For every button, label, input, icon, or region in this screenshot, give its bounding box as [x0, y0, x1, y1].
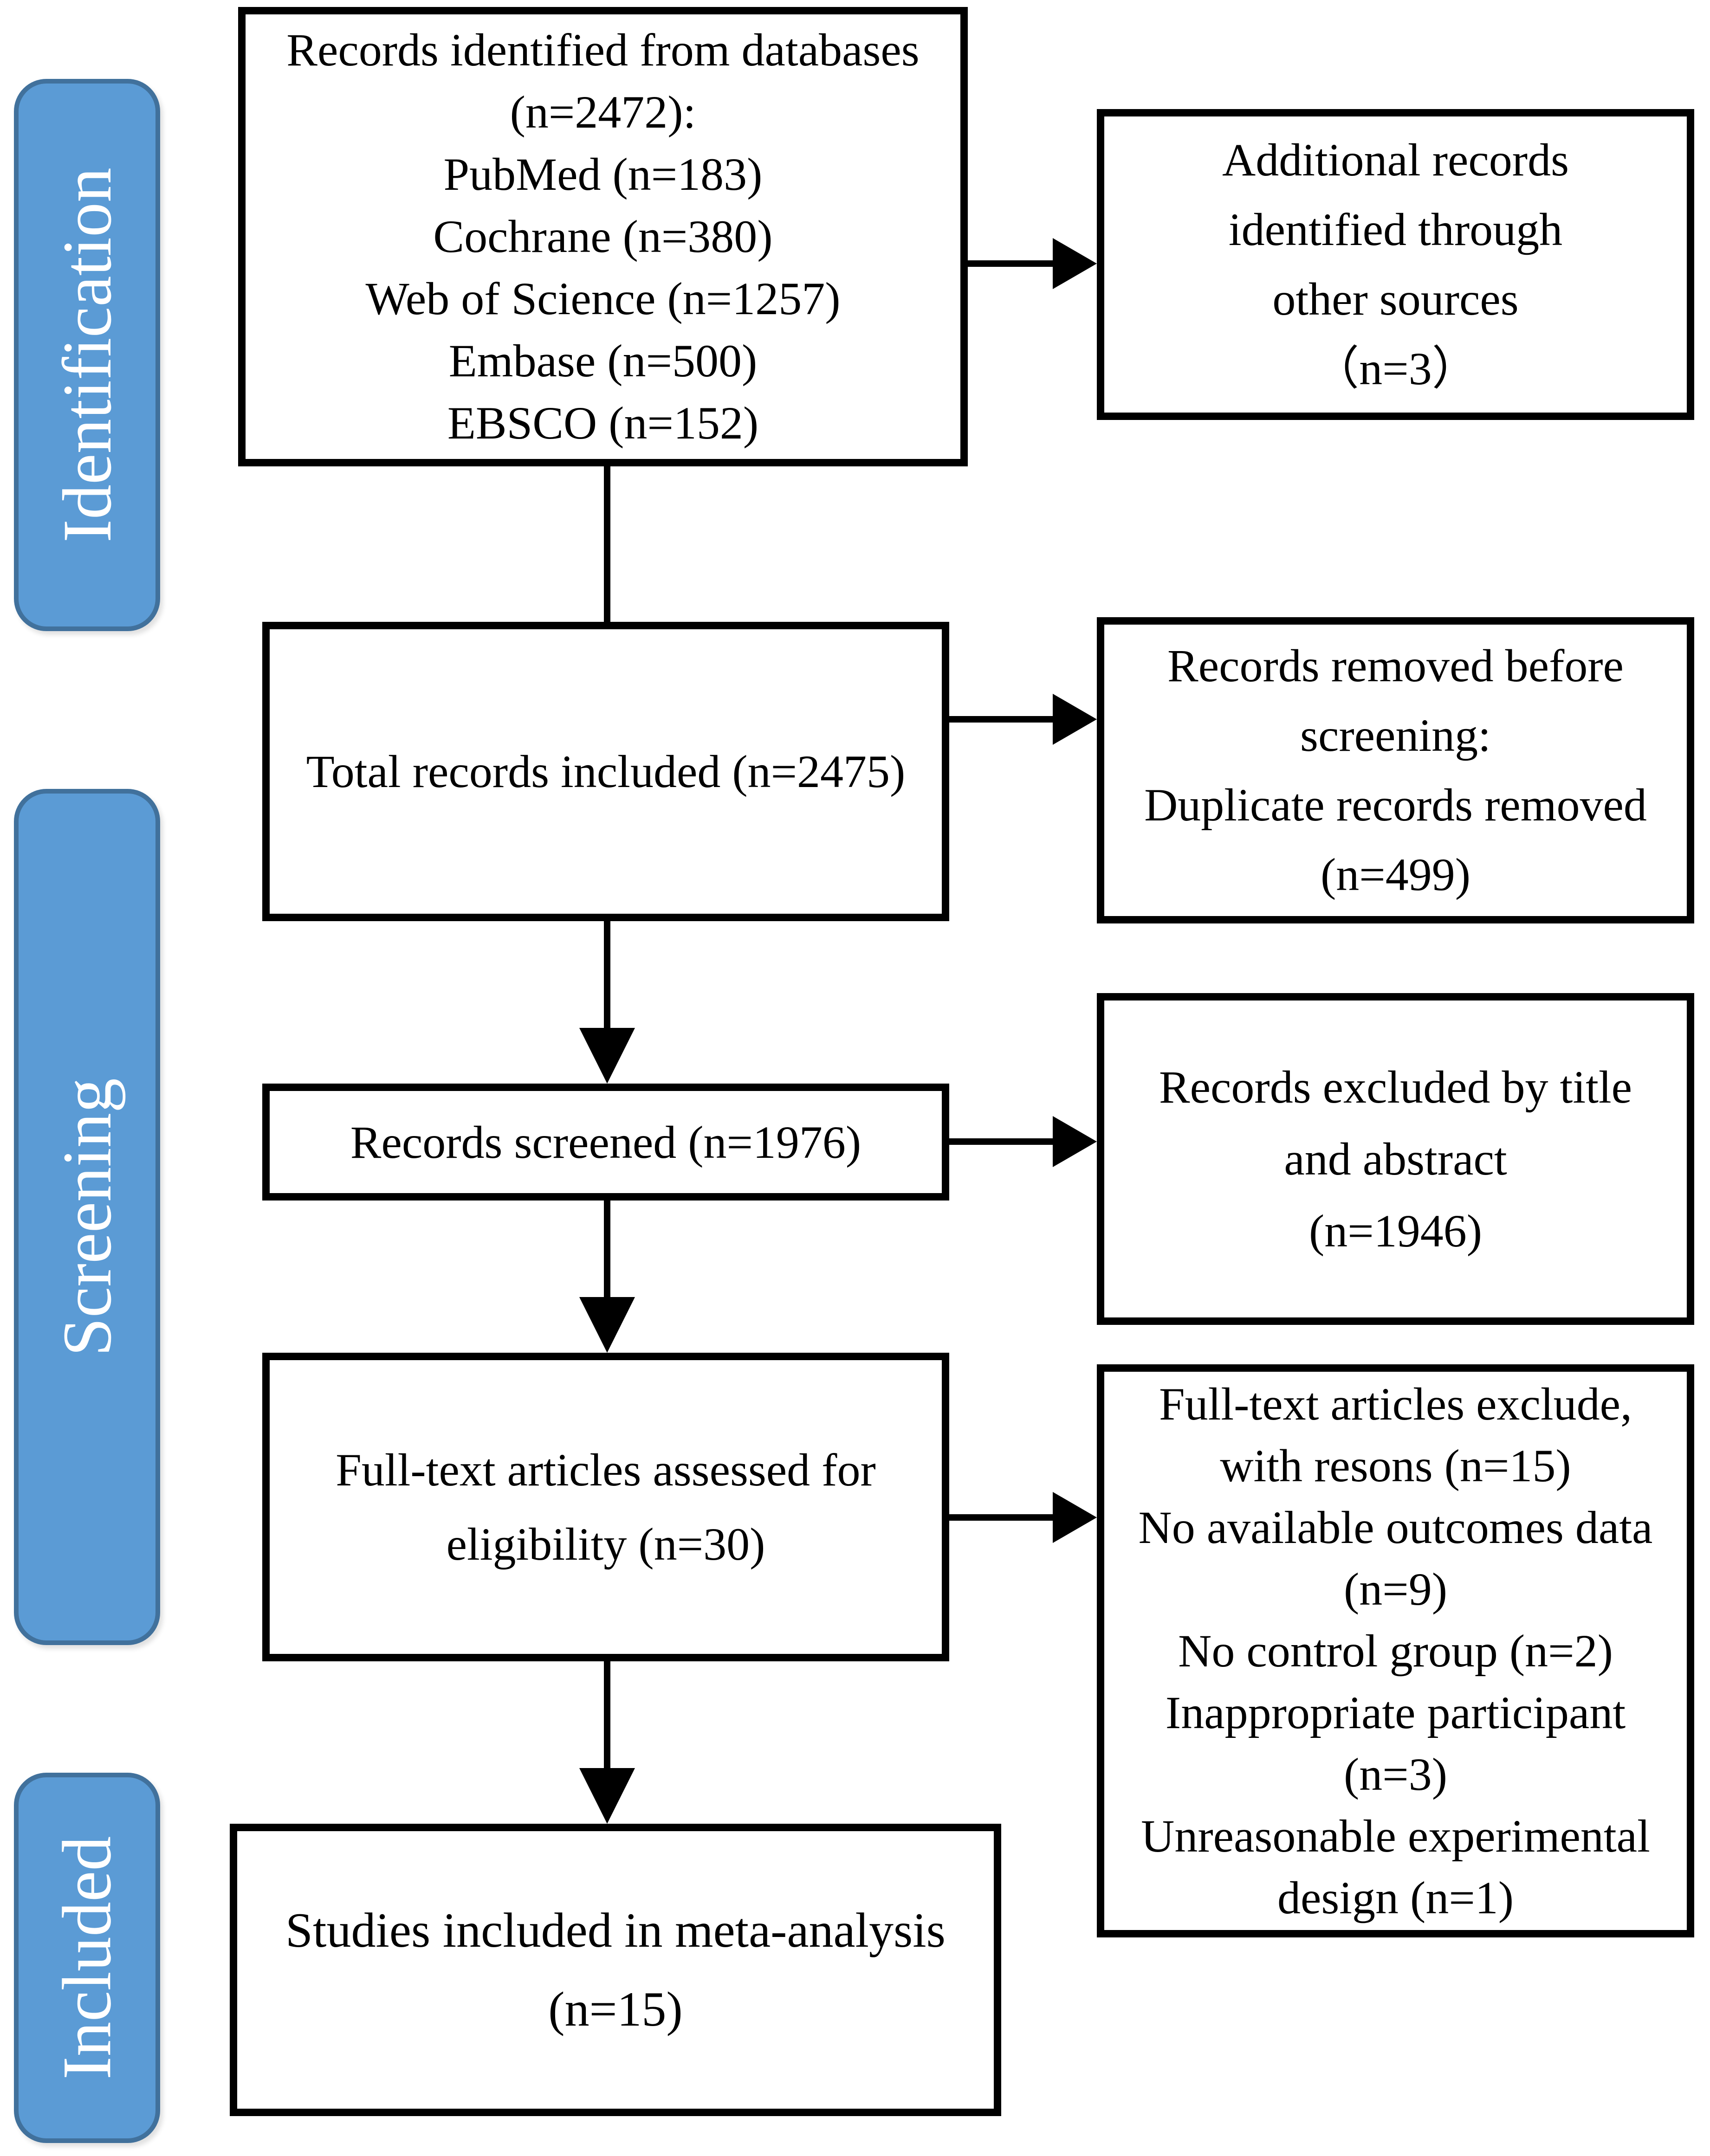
additional-records-line: Additional records	[1222, 134, 1569, 186]
arrow-right-icon	[1053, 1116, 1097, 1167]
connector-fulltext-to-fulltext-excluded	[949, 1514, 1057, 1521]
fulltext-excluded-reason: Inappropriate participant	[1165, 1687, 1626, 1738]
stage-included-label: Included	[48, 1836, 126, 2080]
removed-before-screening-line: Duplicate records removed	[1144, 779, 1647, 831]
connector-total-to-removed	[949, 716, 1057, 723]
connector-total-to-screened	[604, 921, 610, 1033]
arrow-down-icon	[579, 1297, 635, 1353]
stage-identification-label: Identification	[48, 167, 126, 543]
fulltext-excluded-reason-count: (n=9)	[1344, 1563, 1447, 1615]
arrow-down-icon	[579, 1768, 635, 1824]
additional-records-count: （n=3）	[1313, 343, 1478, 394]
records-excluded-line: and abstract	[1284, 1133, 1507, 1185]
fulltext-excluded-line: Full-text articles exclude,	[1159, 1378, 1632, 1430]
box-additional-records: Additional records identified through ot…	[1097, 109, 1694, 420]
connector-screened-to-fulltext	[604, 1201, 610, 1302]
additional-records-line: other sources	[1272, 273, 1519, 325]
removed-before-screening-line: screening:	[1300, 710, 1491, 761]
records-identified-embase: Embase (n=500)	[448, 335, 758, 387]
connector-screened-to-excluded	[949, 1138, 1057, 1145]
box-removed-before-screening: Records removed before screening: Duplic…	[1097, 617, 1694, 923]
stage-included: Included	[14, 1773, 160, 2143]
records-identified-count: (n=2472):	[510, 86, 696, 138]
additional-records-line: identified through	[1228, 204, 1563, 255]
records-identified-pubmed: PubMed (n=183)	[443, 148, 763, 200]
box-fulltext-assessed: Full-text articles assessed for eligibil…	[262, 1353, 949, 1661]
included-studies-count: (n=15)	[548, 1982, 683, 2036]
fulltext-excluded-reason: No control group (n=2)	[1178, 1625, 1613, 1677]
box-records-excluded: Records excluded by title and abstract (…	[1097, 993, 1694, 1325]
stage-identification: Identification	[14, 79, 160, 631]
records-excluded-count: (n=1946)	[1309, 1205, 1482, 1257]
fulltext-excluded-reason: No available outcomes data	[1138, 1502, 1653, 1553]
records-screened-line: Records screened (n=1976)	[350, 1116, 861, 1168]
arrow-right-icon	[1053, 238, 1097, 289]
fulltext-excluded-reason: design (n=1)	[1277, 1872, 1514, 1924]
box-records-screened: Records screened (n=1976)	[262, 1084, 949, 1201]
connector-fulltext-to-included	[604, 1661, 610, 1773]
removed-before-screening-line: Records removed before	[1167, 640, 1624, 691]
stage-screening-label: Screening	[48, 1078, 126, 1356]
fulltext-assessed-count: eligibility (n=30)	[446, 1518, 765, 1570]
connector-identified-to-total	[604, 466, 610, 622]
records-identified-wos: Web of Science (n=1257)	[365, 273, 841, 324]
fulltext-excluded-reason-count: (n=3)	[1344, 1749, 1447, 1800]
arrow-down-icon	[579, 1028, 635, 1084]
records-identified-cochrane: Cochrane (n=380)	[433, 211, 773, 262]
fulltext-excluded-reason: Unreasonable experimental	[1141, 1810, 1650, 1862]
box-included-studies: Studies included in meta-analysis (n=15)	[230, 1824, 1001, 2116]
included-studies-line: Studies included in meta-analysis	[285, 1903, 946, 1957]
records-excluded-line: Records excluded by title	[1159, 1061, 1632, 1113]
fulltext-assessed-line: Full-text articles assessed for	[336, 1444, 876, 1496]
stage-screening: Screening	[14, 789, 160, 1645]
connector-identified-to-additional	[968, 260, 1057, 267]
arrow-right-icon	[1053, 694, 1097, 745]
arrow-right-icon	[1053, 1492, 1097, 1543]
fulltext-excluded-count: with resons (n=15)	[1220, 1440, 1571, 1491]
records-identified-line: Records identified from databases	[286, 24, 920, 76]
records-identified-ebsco: EBSCO (n=152)	[447, 397, 759, 449]
box-total-records: Total records included (n=2475)	[262, 622, 949, 921]
box-fulltext-excluded: Full-text articles exclude, with resons …	[1097, 1364, 1694, 1937]
box-records-identified: Records identified from databases (n=247…	[238, 7, 968, 466]
total-records-line: Total records included (n=2475)	[306, 746, 906, 797]
removed-before-screening-count: (n=499)	[1321, 849, 1470, 900]
